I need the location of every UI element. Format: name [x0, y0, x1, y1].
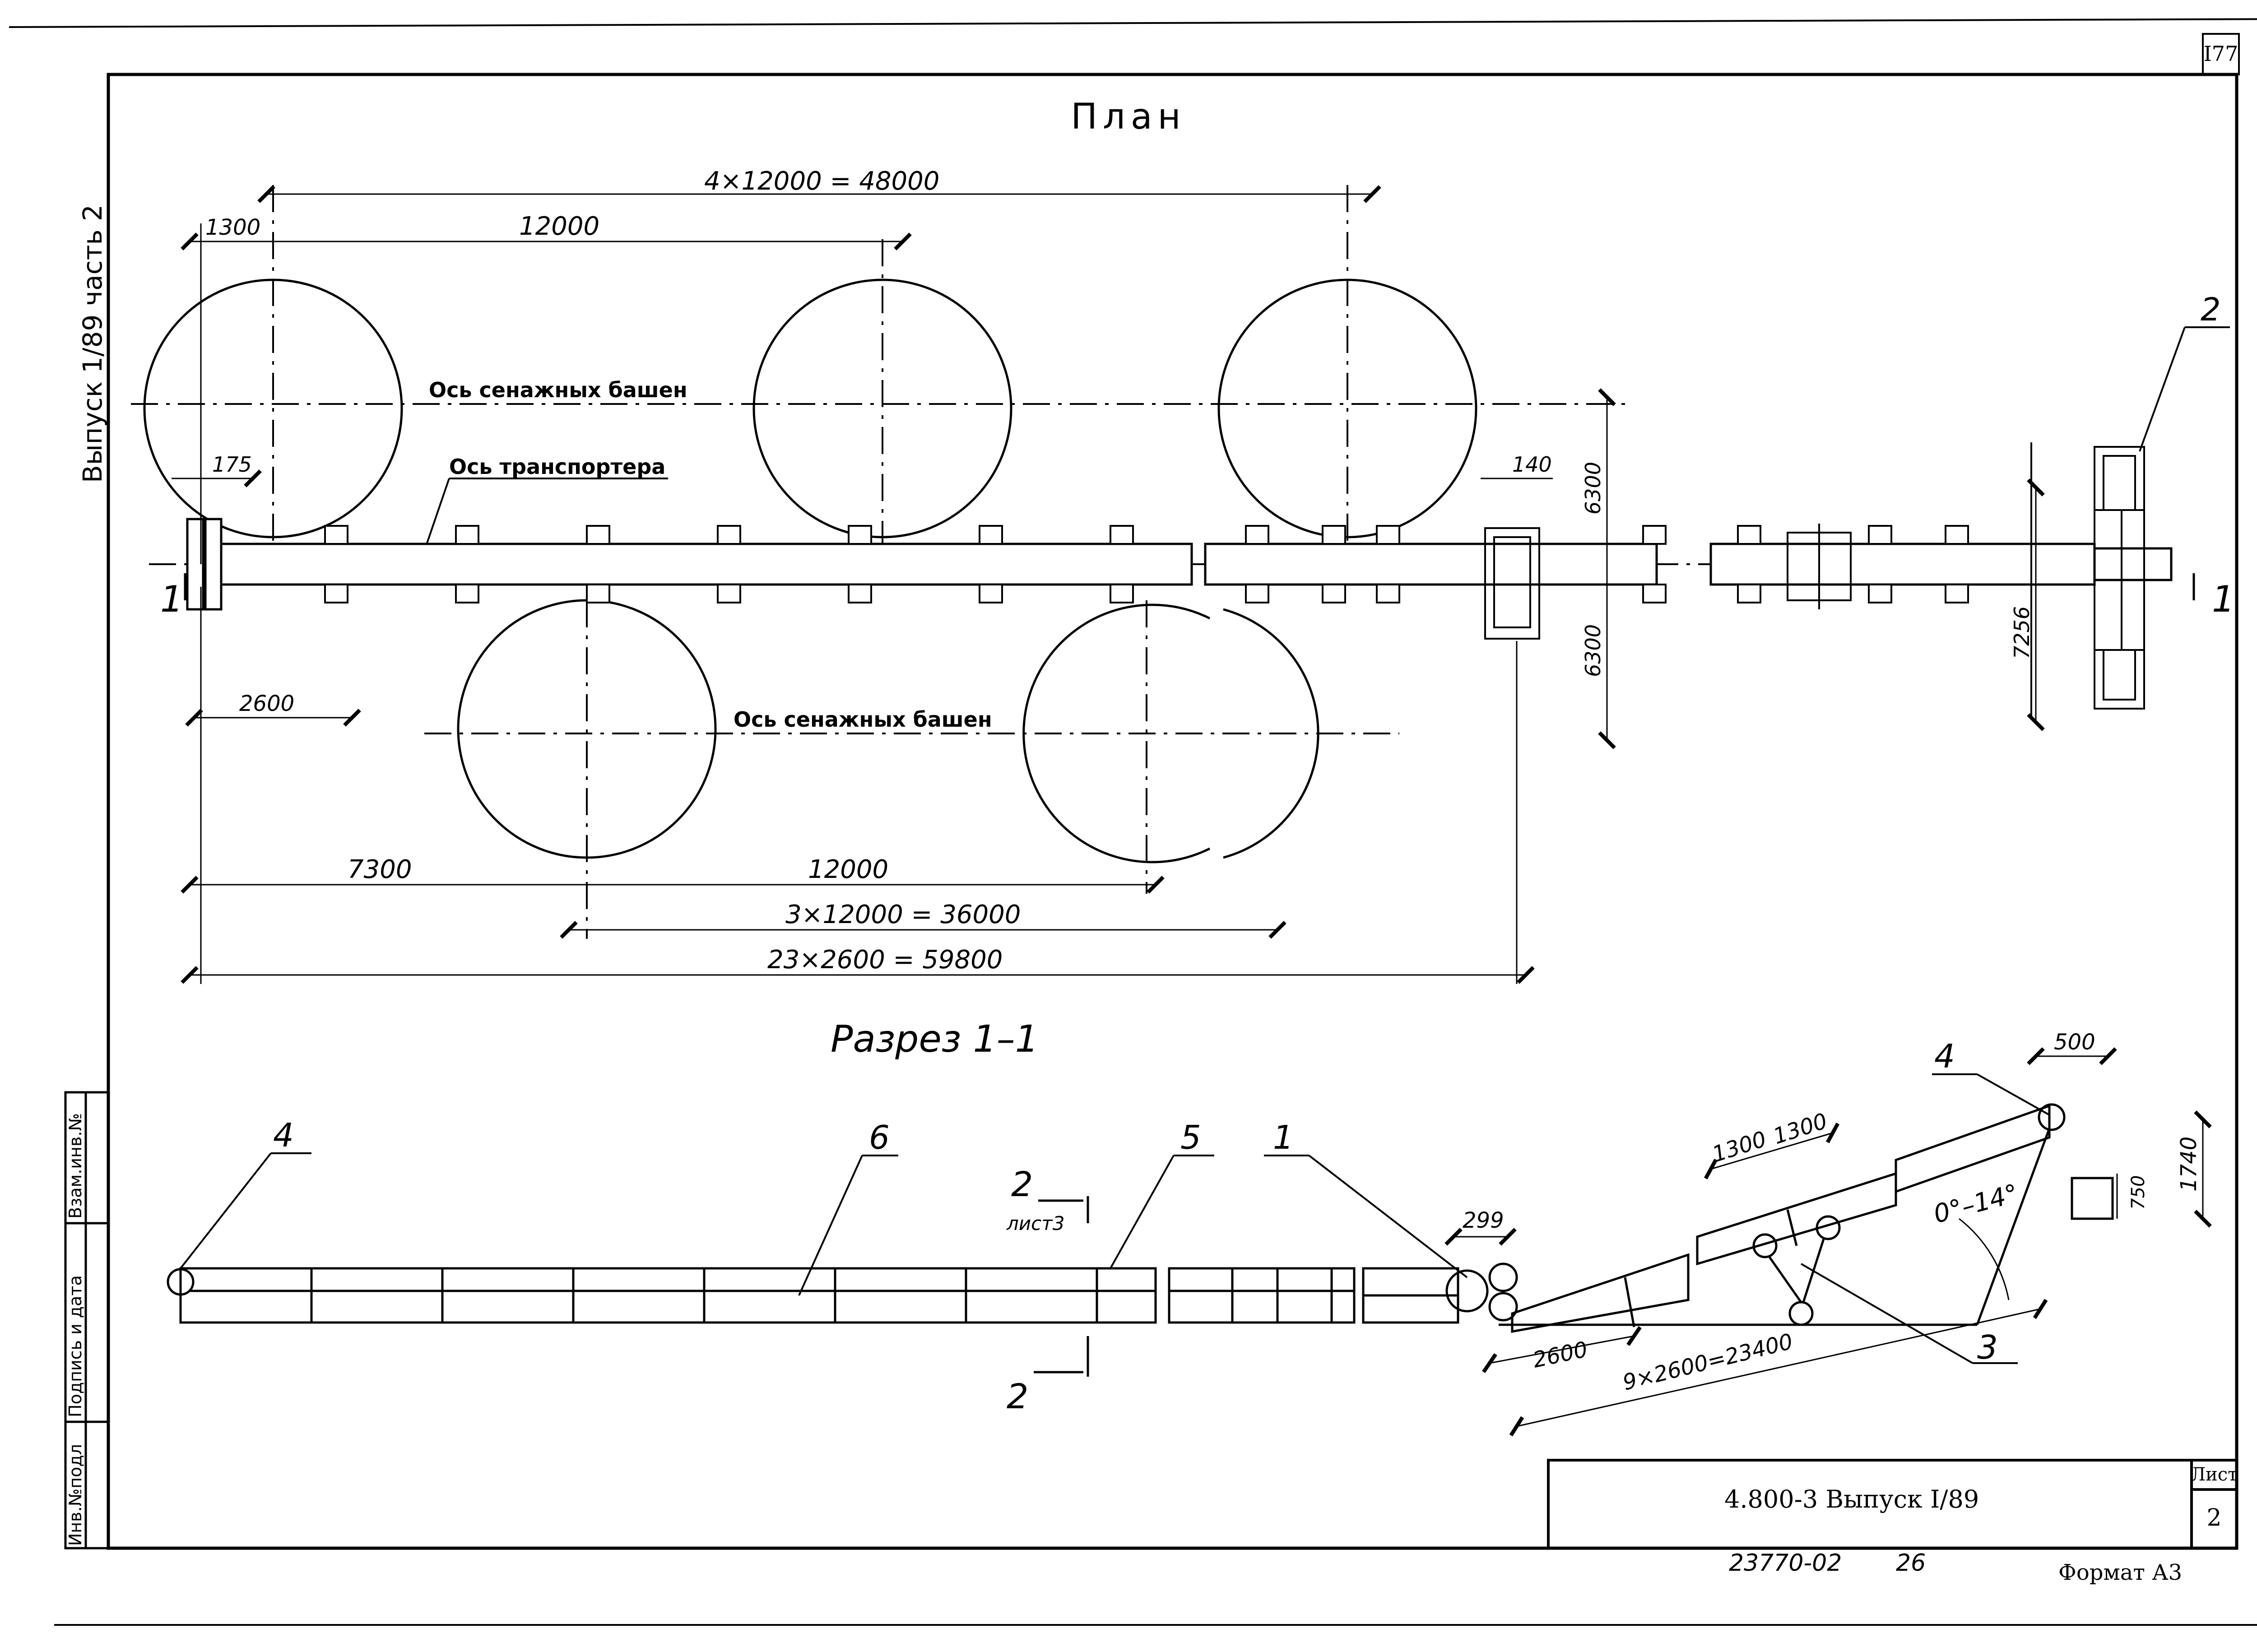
title-block — [1547, 1459, 2238, 1550]
stamp-sign-date: Подпись и дата — [65, 1275, 85, 1417]
dim-top-span: 12000 — [519, 212, 599, 241]
plan-title: План — [1071, 97, 1186, 137]
dim-top-offset: 1300 — [205, 215, 260, 240]
sheet-frame — [9, 18, 2257, 1626]
dim-upper-half: 6300 — [1581, 462, 1605, 515]
section-callout-5: 5 — [1180, 1118, 1201, 1156]
series-label: Выпуск 1/89 часть 2 — [77, 204, 108, 483]
dim-right-width: 7256 — [2010, 606, 2034, 659]
section-title: Разрез 1–1 — [831, 1018, 1039, 1061]
plan-callout-2: 2 — [2201, 291, 2221, 328]
dim-500: 500 — [2054, 1030, 2095, 1055]
format-label: Формат А3 — [2058, 1560, 2182, 1585]
section-callout-4-left: 4 — [273, 1116, 294, 1154]
dim-angle: 0°–14° — [1931, 1179, 2021, 1229]
dim-offset-175: 175 — [212, 452, 252, 477]
stamp-inv-no: Инв.№подл — [65, 1444, 85, 1546]
title-sheet-label: Лист — [2191, 1464, 2238, 1485]
tower-5a — [1022, 603, 1211, 863]
dim-offset-140: 140 — [1512, 452, 1552, 477]
plan-callout-2-leader — [2139, 327, 2186, 452]
section-callout-3: 3 — [1977, 1328, 1998, 1366]
drive-unit — [1484, 524, 1852, 640]
section-conveyor — [167, 1267, 1459, 1324]
dim-bottom-span: 12000 — [808, 855, 888, 884]
support-blocks — [324, 525, 1969, 603]
section-callout-1: 1 — [1273, 1118, 1294, 1156]
title-sheet-number: 2 — [2206, 1504, 2221, 1531]
dim-top-total: 4×12000 = 48000 — [704, 167, 939, 196]
cut-sheet-ref: лист3 — [1006, 1212, 1064, 1234]
tower-1 — [143, 278, 403, 538]
tower-3 — [1217, 278, 1477, 538]
section-callout-4-right: 4 — [1934, 1037, 1955, 1075]
title-designation: 4.800-3 Выпуск I/89 — [1724, 1485, 1979, 1513]
cut-label-bottom: 2 — [1007, 1376, 1028, 1416]
section-drive — [1445, 1262, 1518, 1322]
cut-lines — [1034, 1196, 1089, 1377]
dim-bottom-offset: 7300 — [348, 855, 412, 884]
section-callout-leaders — [180, 1073, 2050, 1364]
silage-towers — [143, 278, 1477, 863]
dim-lower-half: 6300 — [1581, 624, 1605, 677]
dim-750: 750 — [2128, 1175, 2149, 1210]
dim-1740: 1740 — [2176, 1137, 2201, 1192]
plan-axis-towers-lower: Ось сенажных башен — [734, 707, 992, 732]
dim-bottom-total: 23×2600 = 59800 — [767, 945, 1003, 974]
plan-dimension-lines — [172, 185, 2045, 984]
dim-left-step: 2600 — [239, 691, 294, 716]
section-mark-left: 1 — [160, 578, 183, 620]
dim-incline-total: 9×2600=23400 — [1620, 1329, 1795, 1396]
side-stamp — [64, 1091, 110, 1550]
archive-number: 23770-02 — [1729, 1550, 1842, 1577]
page-number: I77 — [2204, 42, 2238, 66]
dim-2600: 2600 — [1531, 1337, 1590, 1373]
section-mark-right: 1 — [2212, 578, 2235, 620]
tower-5b — [1223, 608, 1319, 859]
section-dimension-lines — [1444, 1047, 2212, 1437]
dim-299: 299 — [1463, 1208, 1504, 1233]
plan-axis-conveyor: Ось транспортера — [449, 455, 665, 479]
archive-page: 26 — [1896, 1550, 1926, 1577]
cut-label-top: 2 — [1011, 1164, 1033, 1204]
section-callout-6: 6 — [869, 1118, 890, 1156]
plan-axis-towers-upper: Ось сенажных башен — [429, 378, 687, 402]
dim-bottom-mid: 3×12000 = 36000 — [785, 900, 1021, 929]
tower-2 — [752, 278, 1012, 538]
stamp-replace-inv: Взам.инв.№ — [65, 1113, 85, 1219]
